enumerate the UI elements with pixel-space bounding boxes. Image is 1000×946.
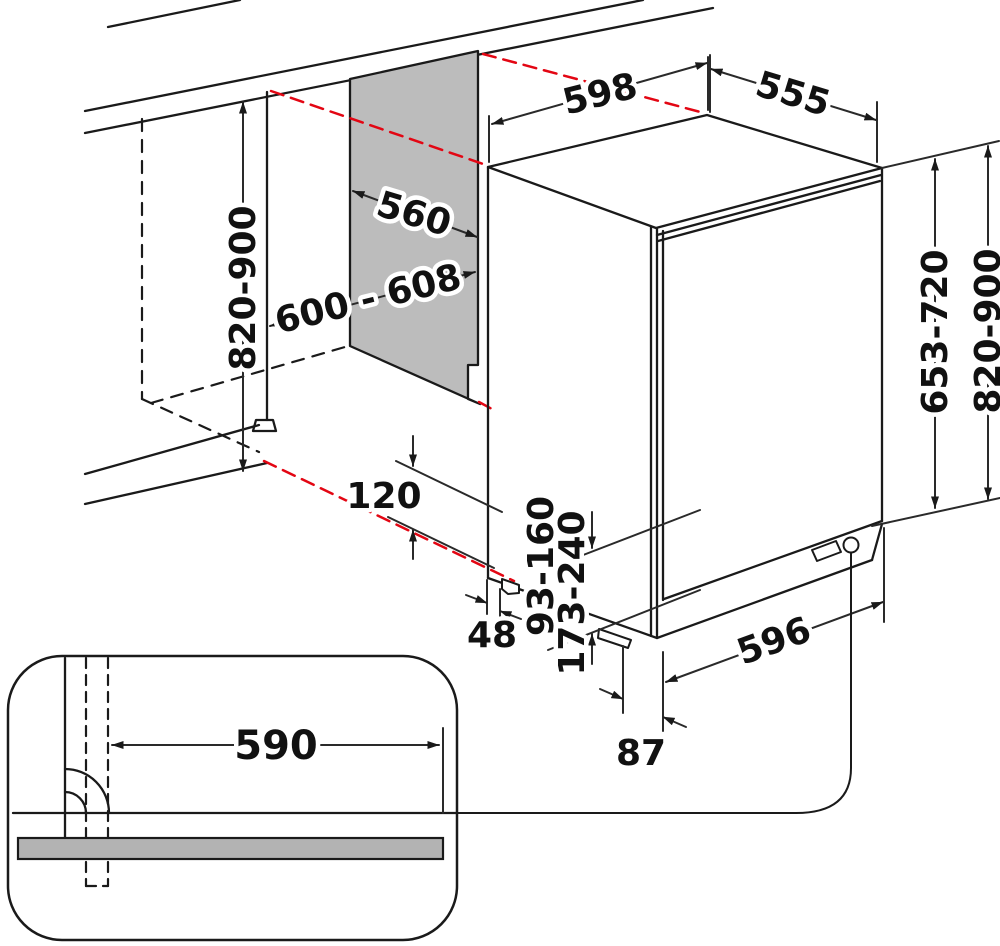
dim-label-598: 598 [559, 66, 642, 124]
rear-adjustable-foot [842, 536, 860, 554]
detail-inset: 590 [6, 654, 459, 942]
dim-label-87: 87 [616, 733, 666, 774]
dim-label-120: 120 [346, 476, 421, 517]
dim-label-93-160: 93-160 [521, 496, 562, 636]
dim-93-160: 93-160 [517, 491, 701, 641]
dim-87: 87 [599, 645, 687, 779]
floor-edge [83, 423, 269, 506]
dim-120: 120 [342, 435, 503, 569]
dim-label-653-720: 653-720 [915, 249, 956, 414]
dim-label-820-900-right: 820-900 [968, 248, 1000, 413]
dim-820-900-right: 820-900 [964, 145, 1000, 500]
door-edge-trim [649, 225, 665, 640]
dim-label-173-240: 173-240 [552, 510, 593, 675]
plinth-board [16, 836, 445, 861]
dim-48: 48 [462, 579, 522, 661]
dim-label-820-900-left: 820-900 [223, 205, 264, 370]
dim-173-240: 173-240 [547, 506, 701, 680]
dim-label-555: 555 [751, 64, 835, 125]
dim-820-900-left: 820-900 [219, 101, 269, 472]
detail-leader-line [456, 552, 852, 814]
dim-label-590: 590 [234, 723, 318, 769]
dim-653-720: 653-720 [871, 140, 1000, 527]
dishwasher-top-face [486, 113, 884, 230]
rear-foot-bracket [811, 540, 842, 562]
front-right-foot [597, 628, 632, 649]
dim-label-48: 48 [467, 615, 517, 656]
front-left-foot [501, 578, 520, 595]
dim-label-596: 596 [732, 609, 817, 673]
dim-590: 590 [111, 719, 440, 774]
